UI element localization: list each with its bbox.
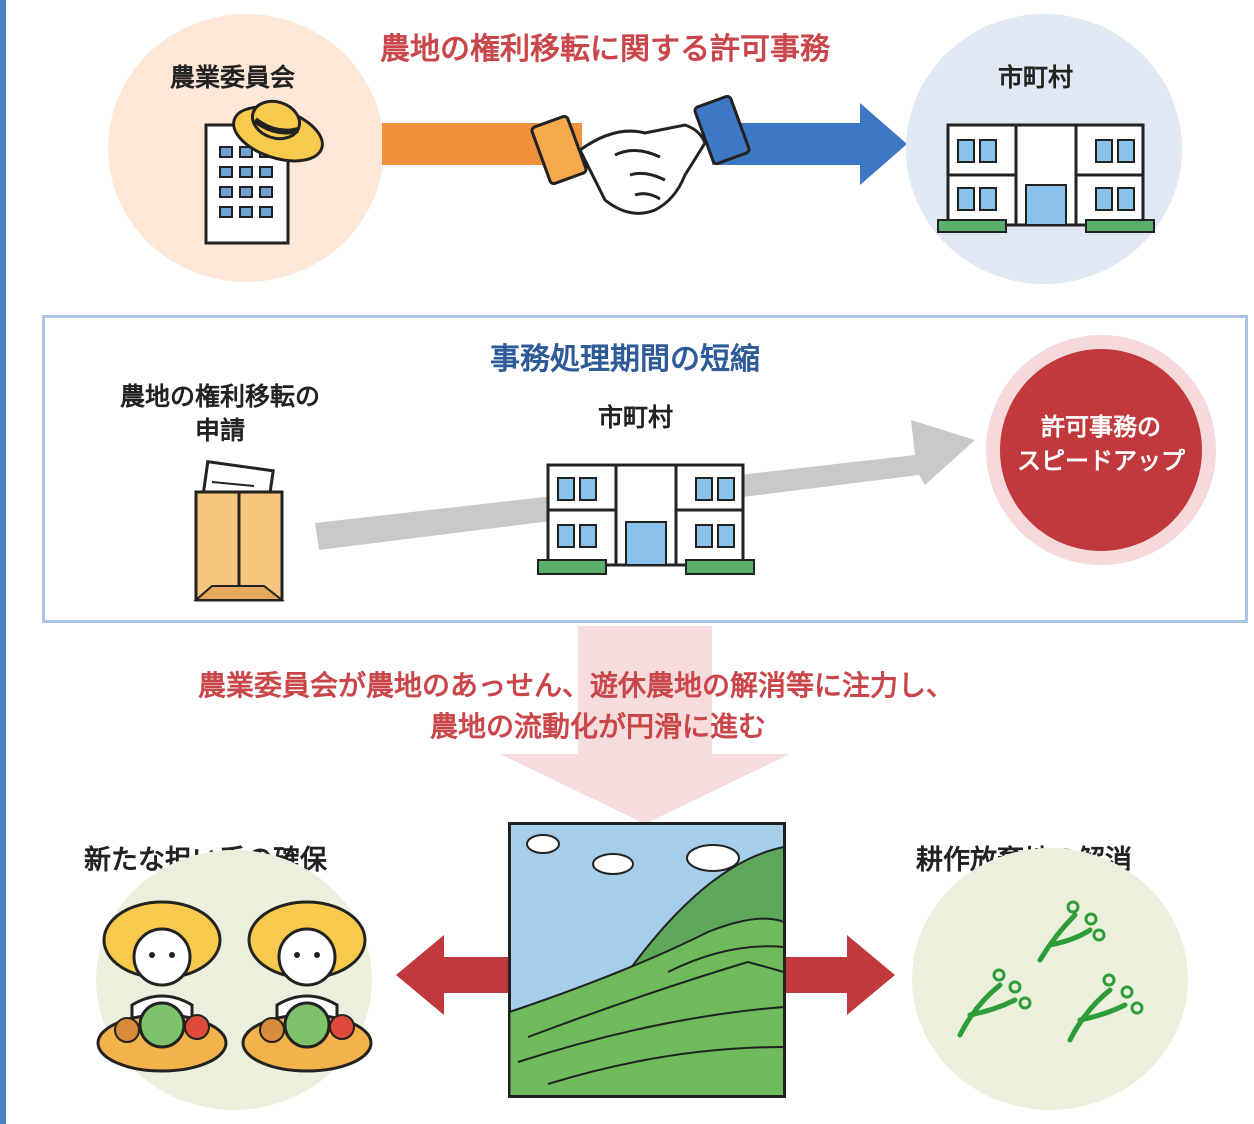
left-border-rule: [0, 0, 6, 1124]
handshake-icon: [530, 94, 751, 215]
farmer-icon-2: [241, 900, 373, 1073]
result-arrow: [500, 626, 790, 824]
town-hall-icon: [937, 123, 1155, 233]
speedup-line1: 許可事務の: [1041, 413, 1161, 441]
abandoned-land-circle: [912, 848, 1188, 1110]
municipality-label: 市町村: [998, 63, 1074, 92]
left-red-arrow: [396, 935, 511, 1015]
speedup-line2: スピードアップ: [1017, 447, 1185, 475]
box-title: 事務処理期間の短縮: [490, 342, 760, 377]
terraced-field-icon: [508, 822, 786, 1098]
sprout-icons: [957, 900, 1144, 1043]
sprout-icon-3: [1067, 973, 1144, 1043]
application-label-line1: 農地の権利移転の: [120, 382, 321, 411]
straw-hat-icon: [232, 99, 324, 163]
speedup-arrow: [315, 420, 975, 550]
farmer-icon-1: [96, 900, 228, 1073]
top-title: 農地の権利移転に関する許可事務: [380, 32, 830, 67]
result-line1: 農業委員会が農地のあっせん、遊休農地の解消等に注力し、: [198, 669, 955, 702]
application-label: 農地の権利移転の 申請: [120, 380, 320, 448]
right-red-arrow: [780, 935, 895, 1015]
result-line2: 農地の流動化が円滑に進む: [430, 710, 767, 743]
envelope-icon: [193, 459, 285, 602]
sprout-icon-2: [957, 968, 1032, 1038]
speedup-circle: [1000, 349, 1202, 551]
speedup-text: 許可事務の スピードアップ: [1000, 410, 1202, 478]
farmers-icon: [96, 900, 373, 1073]
sprout-icon-1: [1037, 900, 1106, 963]
box-town-hall-icon: [537, 463, 755, 575]
committee-label: 農業委員会: [170, 63, 296, 92]
application-label-line2: 申請: [195, 416, 246, 445]
box-municipality-label: 市町村: [598, 403, 674, 432]
